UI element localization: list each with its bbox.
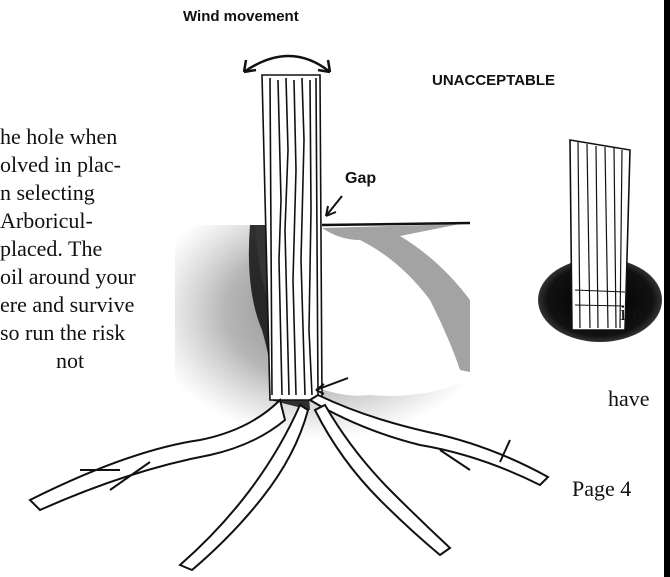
body-line-3: n selecting — [0, 180, 95, 206]
unacceptable-tree-illustration — [538, 140, 662, 342]
body-line-8: so run the risk — [0, 320, 125, 346]
body-line-6: oil around your — [0, 264, 136, 290]
unacceptable-label: UNACCEPTABLE — [432, 72, 555, 89]
right-fragment-have: have — [608, 386, 650, 412]
page-border — [664, 0, 670, 577]
page-number: Page 4 — [572, 476, 631, 502]
body-line-7: ere and survive — [0, 292, 134, 318]
right-fragment-in: i n — [620, 300, 643, 326]
gap-label: Gap — [345, 170, 376, 188]
body-line-1: he hole when — [0, 124, 117, 150]
body-line-9: not — [56, 348, 84, 374]
body-line-4: Arboricul- — [0, 208, 93, 234]
body-line-2: olved in plac- — [0, 152, 121, 178]
body-line-5: placed. The — [0, 236, 102, 262]
wind-movement-label: Wind movement — [183, 8, 299, 25]
tree-trunk — [262, 75, 334, 400]
wind-arrow-icon — [244, 56, 330, 72]
